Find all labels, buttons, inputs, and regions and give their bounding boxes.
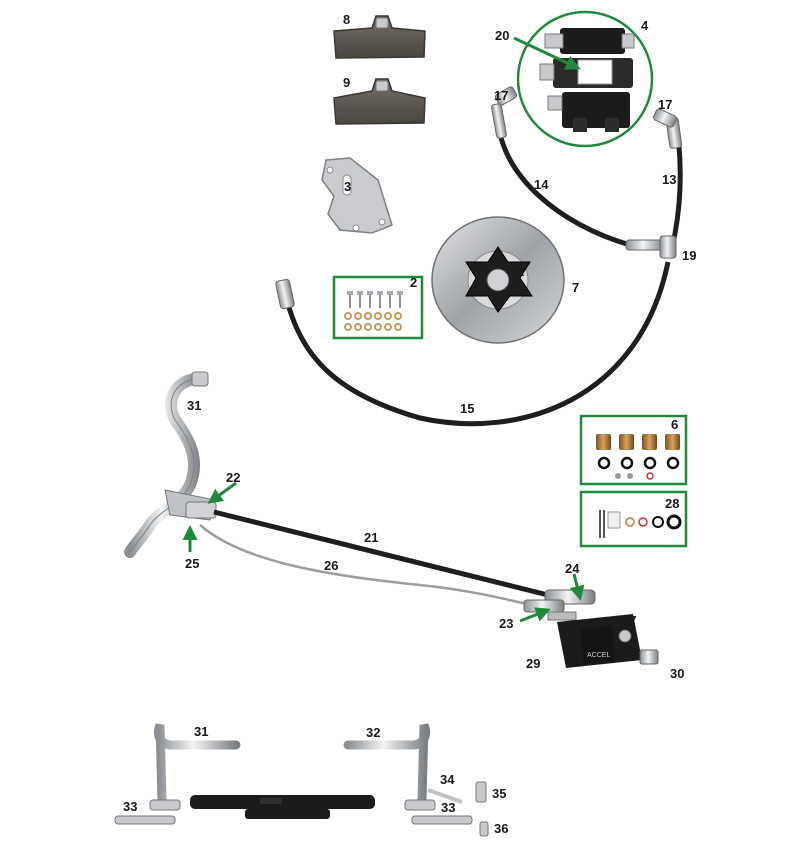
callout-25: 25 <box>185 556 199 571</box>
t-fitting-19 <box>625 235 677 259</box>
callout-24: 24 <box>565 561 580 576</box>
callout-6: 6 <box>671 417 678 432</box>
caliper-assembly-4 <box>516 10 654 148</box>
pedal-right-32 <box>343 723 473 825</box>
brake-hose-13 <box>652 108 683 249</box>
brake-hose-14 <box>491 86 631 248</box>
brake-hose-15 <box>275 261 671 427</box>
callout-13: 13 <box>662 172 676 187</box>
callout-33-left: 33 <box>123 799 137 814</box>
callout-31-top: 31 <box>187 398 201 413</box>
brake-pedal-31 <box>124 371 216 558</box>
callout-arrow-20 <box>513 36 581 70</box>
callout-7: 7 <box>572 280 579 295</box>
seal-kit-6 <box>579 414 688 486</box>
callout-17-right: 17 <box>658 97 672 112</box>
callout-15: 15 <box>460 401 474 416</box>
callout-8: 8 <box>343 12 350 27</box>
callout-20: 20 <box>495 28 509 43</box>
master-cylinder-repair-kit-28 <box>579 490 688 548</box>
disc-carrier-1 <box>465 246 533 313</box>
accel-logo: ACCEL <box>587 652 610 659</box>
hardware-kit-2 <box>332 275 424 340</box>
callout-33-right: 33 <box>441 800 455 815</box>
callout-1: 1 <box>517 264 524 279</box>
foot-rest-bar <box>190 795 375 819</box>
callout-9: 9 <box>343 75 350 90</box>
callout-4: 4 <box>641 18 649 33</box>
callout-17-left: 17 <box>494 88 508 103</box>
callout-35: 35 <box>492 786 506 801</box>
master-cylinder-27: ACCEL <box>523 589 659 668</box>
callout-14: 14 <box>534 177 549 192</box>
pedal-left-31 <box>114 723 241 825</box>
caliper-bracket-3 <box>321 157 393 234</box>
callout-29: 29 <box>526 656 540 671</box>
callout-arrow-23 <box>519 607 551 623</box>
callout-19: 19 <box>682 248 696 263</box>
return-cable-26 <box>199 524 536 608</box>
pedal-bolt-36 <box>479 821 489 837</box>
push-rod-21 <box>213 509 561 601</box>
callout-31-bottom: 31 <box>194 724 208 739</box>
callout-36: 36 <box>494 821 508 836</box>
bleed-fitting-30 <box>639 649 659 665</box>
callout-22: 22 <box>226 470 240 485</box>
callout-2: 2 <box>410 275 417 290</box>
callout-23: 23 <box>499 616 513 631</box>
callout-32: 32 <box>366 725 380 740</box>
callout-3: 3 <box>344 179 351 194</box>
brake-pad-9 <box>333 78 426 125</box>
callout-28: 28 <box>665 496 679 511</box>
callout-34: 34 <box>440 772 455 787</box>
pedal-cable-clamp-22 <box>185 501 217 519</box>
callout-arrow-22 <box>207 481 237 504</box>
callout-21: 21 <box>364 530 378 545</box>
callout-arrow-24 <box>569 573 585 601</box>
callout-27: 27 <box>622 613 636 628</box>
pedal-bracket-35 <box>475 781 487 803</box>
callout-30: 30 <box>670 666 684 681</box>
callout-26: 26 <box>324 558 338 573</box>
brake-pad-8 <box>333 15 426 59</box>
